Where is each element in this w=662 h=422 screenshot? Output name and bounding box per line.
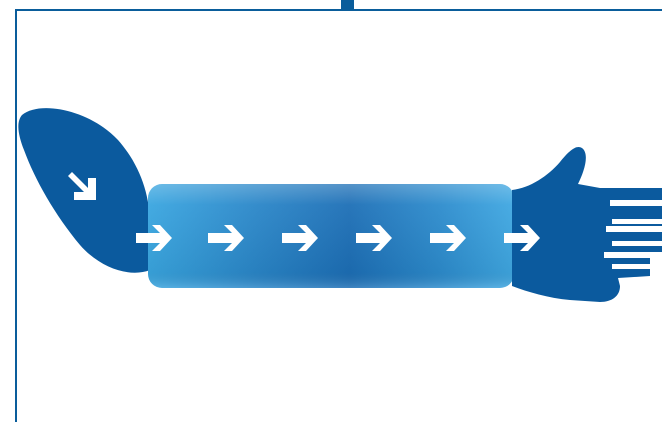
flow-tube [148,184,514,288]
arrow-icon [356,225,392,251]
hand-arrow-icon [68,172,96,200]
arrow-icon [282,225,318,251]
frame-top-tab [341,0,354,11]
left-giving-hand-icon [18,108,150,273]
flow-arrows [136,225,540,251]
arrow-icon [136,225,172,251]
right-receiving-hand-icon [512,146,662,302]
arrow-icon [504,225,540,251]
arrow-icon [430,225,466,251]
arrow-icon [208,225,244,251]
